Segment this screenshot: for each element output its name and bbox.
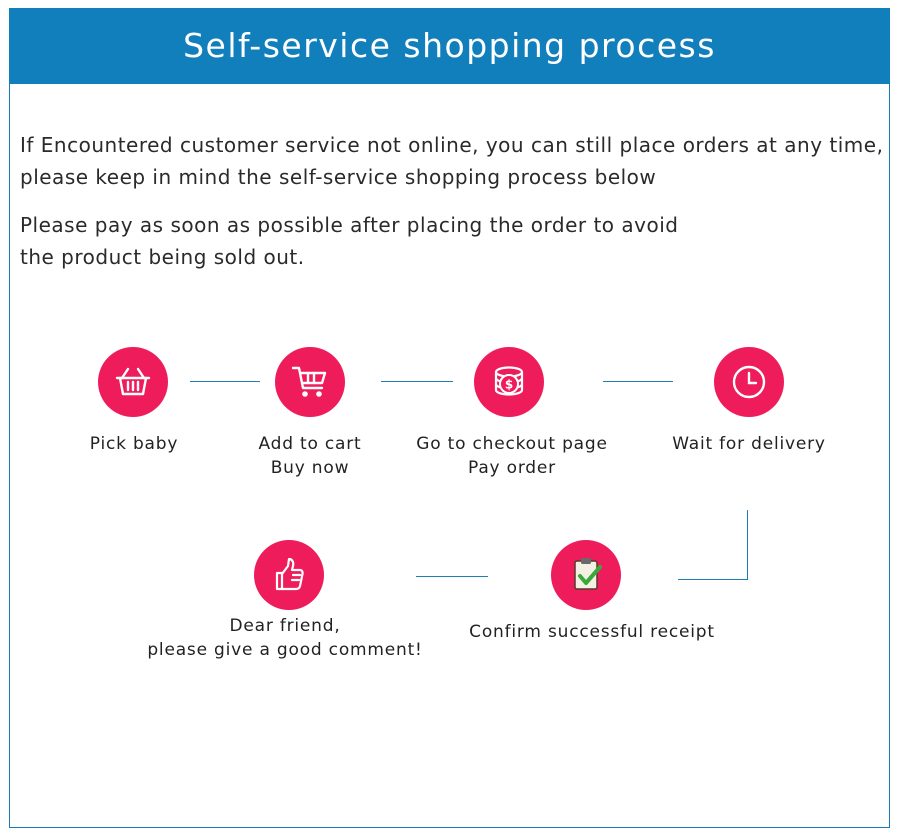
svg-text:$: $ — [505, 378, 513, 392]
step-add-to-cart-label: Add to cart Buy now — [258, 434, 362, 478]
clipboard-check-icon — [574, 558, 602, 590]
intro-line-4: the product being sold out. — [20, 245, 305, 269]
step-confirm-receipt — [551, 540, 621, 610]
payment-notice: Please pay as soon as possible after pla… — [20, 209, 890, 273]
connector-3-4 — [603, 381, 673, 382]
step-checkout: $ — [474, 347, 544, 417]
cart-icon — [291, 366, 327, 397]
step-confirm-receipt-label: Confirm successful receipt — [469, 622, 715, 642]
basket-icon — [115, 367, 151, 396]
thumbs-up-icon — [275, 557, 304, 591]
page-title: Self-service shopping process — [9, 8, 890, 84]
connector-5-6 — [416, 576, 488, 577]
clock-icon — [732, 365, 766, 399]
step-good-comment — [254, 540, 324, 610]
step-checkout-label: Go to checkout page Pay order — [416, 434, 608, 478]
step-pick-baby — [98, 347, 168, 417]
intro-line-3: Please pay as soon as possible after pla… — [20, 213, 679, 237]
connector-4-5-horizontal — [678, 579, 748, 580]
connector-2-3 — [381, 381, 453, 382]
step-pick-baby-label: Pick baby — [89, 434, 179, 454]
step-good-comment-label: Dear friend, please give a good comment! — [147, 616, 423, 660]
intro-line-2: please keep in mind the self-service sho… — [20, 165, 657, 189]
connector-1-2 — [190, 381, 260, 382]
step-add-to-cart — [275, 347, 345, 417]
intro-line-1: If Encountered customer service not onli… — [20, 133, 884, 157]
coins-icon: $ — [494, 366, 524, 396]
step-wait-for-delivery — [714, 347, 784, 417]
connector-4-5-vertical — [747, 510, 748, 580]
intro-notice: If Encountered customer service not onli… — [20, 129, 890, 193]
step-wait-for-delivery-label: Wait for delivery — [672, 434, 826, 454]
